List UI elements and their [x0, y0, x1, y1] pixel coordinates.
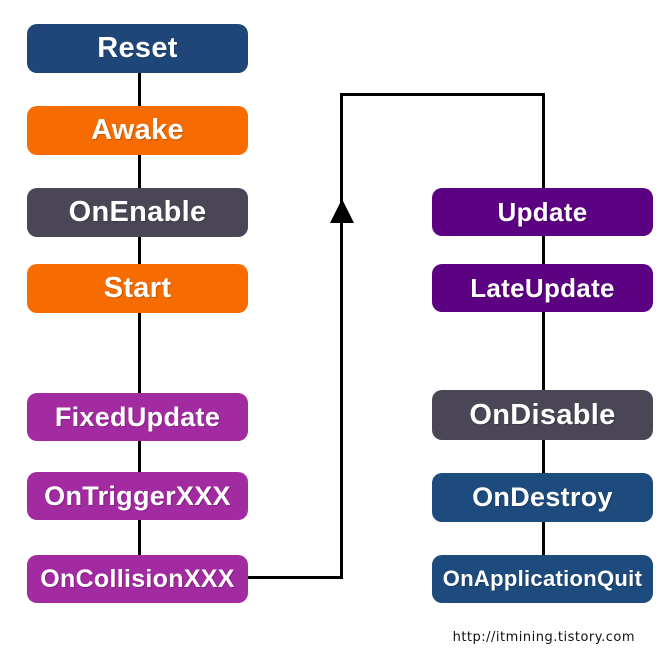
node-awake: Awake [27, 106, 248, 155]
node-ontriggerxxx: OnTriggerXXX [27, 472, 248, 520]
node-lateupdate: LateUpdate [432, 264, 653, 312]
left-column-connector-line [138, 70, 141, 560]
node-ondestroy: OnDestroy [432, 473, 653, 522]
loopback-vertical-line [340, 93, 343, 579]
node-oncollisionxxx: OnCollisionXXX [27, 555, 248, 603]
node-start: Start [27, 264, 248, 313]
credit-url: http://itmining.tistory.com [452, 630, 635, 645]
loopback-bottom-line [246, 576, 343, 579]
node-onenable: OnEnable [27, 188, 248, 237]
node-update: Update [432, 188, 653, 236]
node-onapplicationquit: OnApplicationQuit [432, 555, 653, 603]
node-ondisable: OnDisable [432, 390, 653, 440]
right-column-connector-line [542, 93, 545, 558]
arrow-up-icon [330, 199, 354, 223]
node-fixedupdate: FixedUpdate [27, 393, 248, 441]
node-reset: Reset [27, 24, 248, 73]
loopback-top-line [340, 93, 545, 96]
